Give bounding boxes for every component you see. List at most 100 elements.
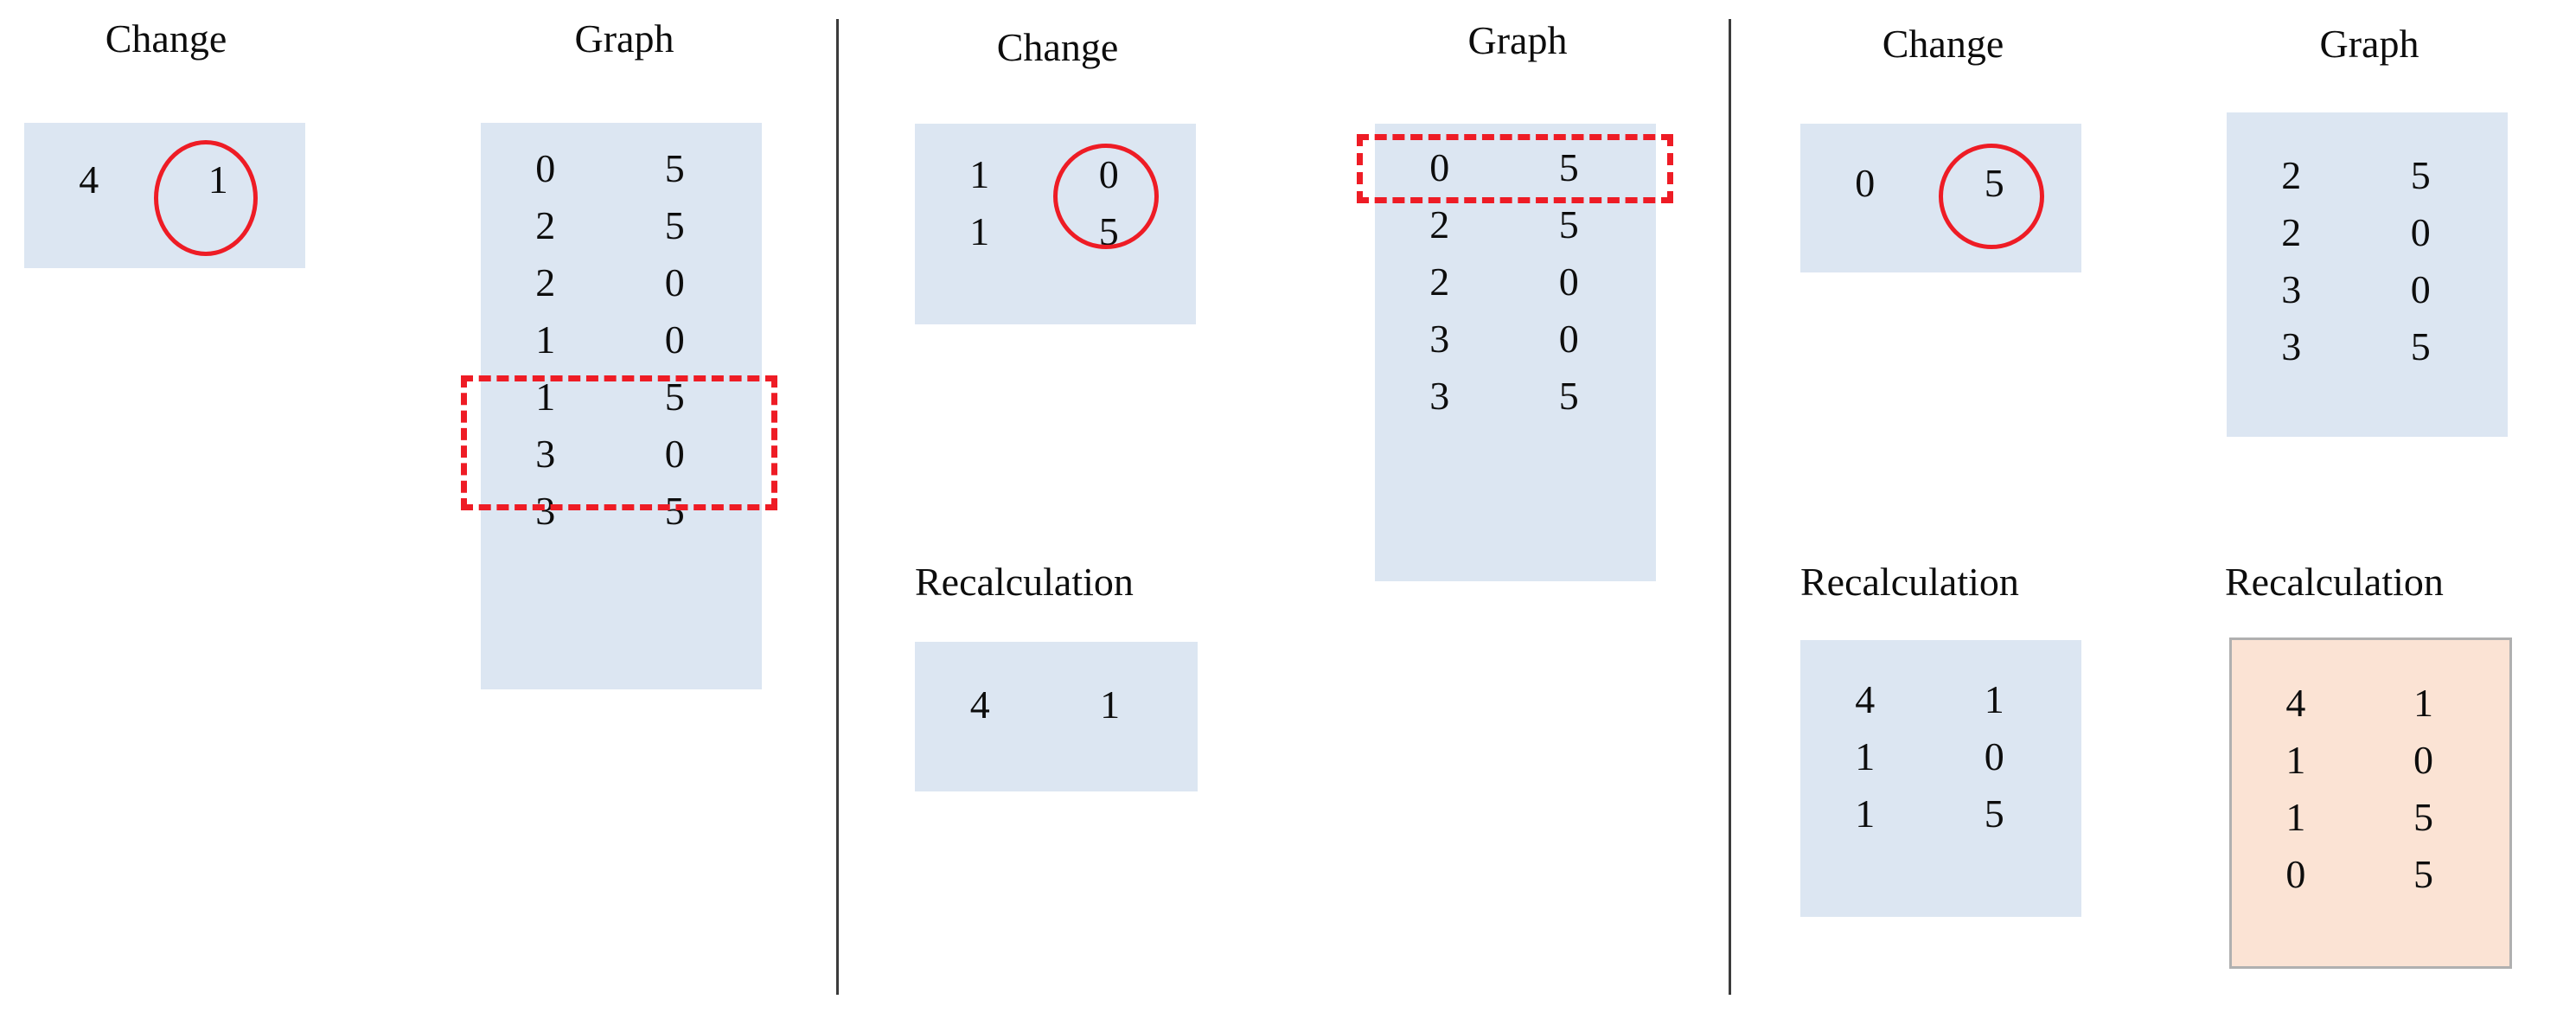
cell-value: 5 <box>2410 153 2431 197</box>
cell-value: 0 <box>2285 852 2306 896</box>
cell-value: 1 <box>208 157 228 202</box>
table-row: 2 5 <box>2227 147 2508 204</box>
cell-value: 5 <box>664 146 685 190</box>
cell-value: 0 <box>535 146 556 190</box>
cell-value: 5 <box>2413 852 2433 896</box>
cell-value: 2 <box>535 203 556 247</box>
cell-value: 3 <box>1429 374 1450 418</box>
cell-value: 1 <box>1855 734 1876 778</box>
table-row: 4 1 <box>2232 675 2509 732</box>
cell-value: 3 <box>1429 317 1450 361</box>
cell-value: 0 <box>1098 152 1119 196</box>
panel-2-recalculation-table: 4 1 <box>915 642 1198 791</box>
cell-value: 1 <box>969 152 990 196</box>
panel-1-graph-title: Graph <box>574 16 674 61</box>
cell-value: 5 <box>1984 161 2004 205</box>
panel-1-change-title: Change <box>105 16 227 61</box>
panel-1-change-table: 4 1 <box>24 123 305 268</box>
cell-value: 5 <box>1558 202 1579 247</box>
cell-value: 1 <box>1855 791 1876 836</box>
panel-2-graph-table: 0 5 2 5 2 0 3 0 3 5 <box>1375 124 1656 581</box>
table-row: 1 5 <box>481 368 762 426</box>
table-row: 3 5 <box>2227 318 2508 375</box>
table-row: 1 5 <box>915 203 1196 260</box>
cell-value: 0 <box>664 260 685 304</box>
cell-value: 1 <box>535 317 556 362</box>
cell-value: 0 <box>1558 259 1579 304</box>
panel-2-graph-title: Graph <box>1467 18 1568 62</box>
cell-value: 5 <box>1558 374 1579 418</box>
cell-value: 4 <box>2285 681 2306 725</box>
cell-value: 5 <box>1098 209 1119 253</box>
panel-2-change-table: 1 0 1 5 <box>915 124 1196 324</box>
table-row: 0 5 <box>481 140 762 197</box>
table-row: 2 0 <box>2227 204 2508 261</box>
table-row: 1 0 <box>1800 728 2081 785</box>
table-row: 3 0 <box>1375 311 1656 368</box>
cell-value: 0 <box>2410 267 2431 311</box>
table-row: 4 1 <box>915 676 1198 734</box>
panel-3-recalculation-title: Recalculation <box>1800 560 2019 604</box>
cell-value: 2 <box>1429 202 1450 247</box>
cell-value: 4 <box>1855 677 1876 721</box>
table-row: 1 0 <box>915 146 1196 203</box>
panel-3-graph-table: 2 5 2 0 3 0 3 5 <box>2227 112 2508 437</box>
cell-value: 1 <box>2413 681 2433 725</box>
panel-1-graph-table: 0 5 2 5 2 0 1 0 1 5 3 0 3 5 <box>481 123 762 689</box>
panel-2-recalculation-title: Recalculation <box>915 560 1134 604</box>
table-row: 2 5 <box>1375 196 1656 253</box>
cell-value: 0 <box>664 317 685 362</box>
cell-value: 0 <box>1855 161 1876 205</box>
table-row: 1 5 <box>1800 785 2081 842</box>
cell-value: 0 <box>1984 734 2004 778</box>
cell-value: 5 <box>664 489 685 533</box>
cell-value: 5 <box>664 375 685 419</box>
cell-value: 4 <box>969 682 990 727</box>
table-row: 0 5 <box>1800 155 2081 212</box>
cell-value: 0 <box>2413 738 2433 782</box>
panel-3-recalculation-table: 4 1 1 0 1 5 <box>1800 640 2081 917</box>
cell-value: 3 <box>535 432 556 476</box>
cell-value: 5 <box>1984 791 2004 836</box>
cell-value: 2 <box>535 260 556 304</box>
cell-value: 4 <box>79 157 99 202</box>
panel-divider-1 <box>836 19 839 995</box>
cell-value: 1 <box>535 375 556 419</box>
cell-value: 2 <box>1429 259 1450 304</box>
panel-3-recalculation-result-table: 4 1 1 0 1 5 0 5 <box>2229 637 2512 969</box>
cell-value: 5 <box>2410 324 2431 368</box>
table-row: 3 5 <box>481 483 762 540</box>
cell-value: 5 <box>2413 795 2433 839</box>
panel-3-change-title: Change <box>1882 22 2004 66</box>
table-row: 0 5 <box>2232 846 2509 903</box>
cell-value: 5 <box>1558 145 1579 189</box>
table-row: 3 5 <box>1375 368 1656 425</box>
cell-value: 2 <box>2281 210 2302 254</box>
cell-value: 1 <box>1984 677 2004 721</box>
cell-value: 3 <box>535 489 556 533</box>
panel-3-graph-title: Graph <box>2319 22 2419 66</box>
table-row: 3 0 <box>2227 261 2508 318</box>
cell-value: 0 <box>1558 317 1579 361</box>
cell-value: 0 <box>1429 145 1450 189</box>
cell-value: 3 <box>2281 267 2302 311</box>
cell-value: 1 <box>1100 682 1121 727</box>
table-row: 2 0 <box>481 254 762 311</box>
cell-value: 1 <box>2285 795 2306 839</box>
table-row: 2 5 <box>481 197 762 254</box>
table-row: 4 1 <box>24 152 305 208</box>
panel-3-recalculation-result-title: Recalculation <box>2225 560 2444 604</box>
table-row: 0 5 <box>1375 139 1656 196</box>
panel-2-change-title: Change <box>996 25 1119 69</box>
cell-value: 5 <box>664 203 685 247</box>
cell-value: 3 <box>2281 324 2302 368</box>
cell-value: 0 <box>664 432 685 476</box>
panel-3-change-table: 0 5 <box>1800 124 2081 272</box>
table-row: 3 0 <box>481 426 762 483</box>
panel-divider-2 <box>1729 19 1731 995</box>
table-row: 1 0 <box>2232 732 2509 789</box>
cell-value: 1 <box>969 209 990 253</box>
table-row: 2 0 <box>1375 253 1656 311</box>
table-row: 1 5 <box>2232 789 2509 846</box>
